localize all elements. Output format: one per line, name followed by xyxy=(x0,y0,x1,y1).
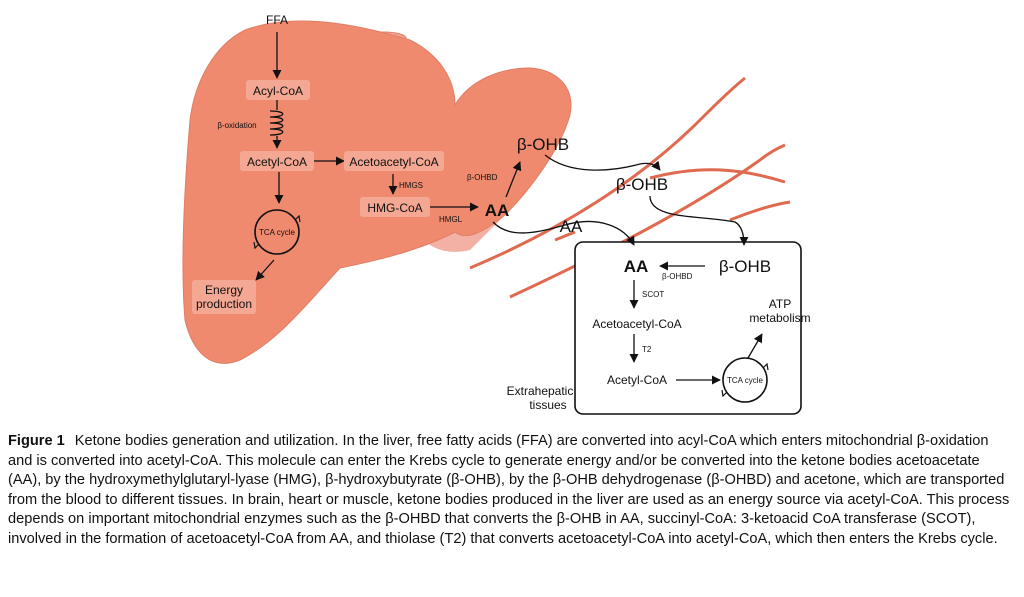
tissue-tca-label: TCA cycle xyxy=(727,376,764,385)
acetyl-coa-label: Acetyl-CoA xyxy=(247,155,307,169)
liver-arrows xyxy=(255,32,749,281)
blood-beta-ohb-label: β-OHB xyxy=(616,175,668,194)
energy-line2: production xyxy=(196,297,252,311)
tissue-beta-ohb-label: β-OHB xyxy=(719,257,771,276)
tissue-arrows xyxy=(629,261,763,385)
tissue-beta-ohbd-label: β-OHBD xyxy=(662,272,693,281)
tissue-aa-label: AA xyxy=(624,257,649,276)
extrahepatic-line1: Extrahepatic xyxy=(507,384,574,398)
caption-text: Ketone bodies generation and utilization… xyxy=(8,433,1010,547)
hmgl-label: HMGL xyxy=(439,215,463,224)
acetoacetyl-coa-label: Acetoacetyl-CoA xyxy=(349,155,438,169)
ffa-label: FFA xyxy=(266,13,288,27)
scot-label: SCOT xyxy=(642,290,664,299)
liver-tca-label: TCA cycle xyxy=(259,228,296,237)
ketone-bodies-diagram: TCA cycle TCA cycle FFA Acyl-CoA β-oxida… xyxy=(182,13,811,415)
liver-beta-ohb-label: β-OHB xyxy=(517,135,569,154)
extrahepatic-tissue-box xyxy=(574,241,802,415)
blood-aa-label: AA xyxy=(560,217,583,236)
beta-oxidation-label: β-oxidation xyxy=(217,121,256,130)
atp-line2: metabolism xyxy=(749,311,810,325)
liver-tca-cycle: TCA cycle xyxy=(253,209,301,255)
tissue-acetoacetyl-coa-label: Acetoacetyl-CoA xyxy=(592,317,681,331)
acyl-coa-label: Acyl-CoA xyxy=(253,84,303,98)
tissue-tca-cycle: TCA cycle xyxy=(721,357,769,403)
extrahepatic-line2: tissues xyxy=(529,398,566,412)
t2-label: T2 xyxy=(642,345,652,354)
liver-beta-ohbd-label: β-OHBD xyxy=(467,173,498,182)
tissue-acetyl-coa-label: Acetyl-CoA xyxy=(607,373,667,387)
energy-line1: Energy xyxy=(205,283,243,297)
liver-shape xyxy=(182,20,572,364)
liver-aa-label: AA xyxy=(485,201,510,220)
blood-vessel xyxy=(469,76,791,299)
atp-line1: ATP xyxy=(769,297,791,311)
hmgs-label: HMGS xyxy=(399,181,423,190)
figure-label: Figure 1 xyxy=(8,433,65,449)
hmg-coa-label: HMG-CoA xyxy=(367,201,422,215)
